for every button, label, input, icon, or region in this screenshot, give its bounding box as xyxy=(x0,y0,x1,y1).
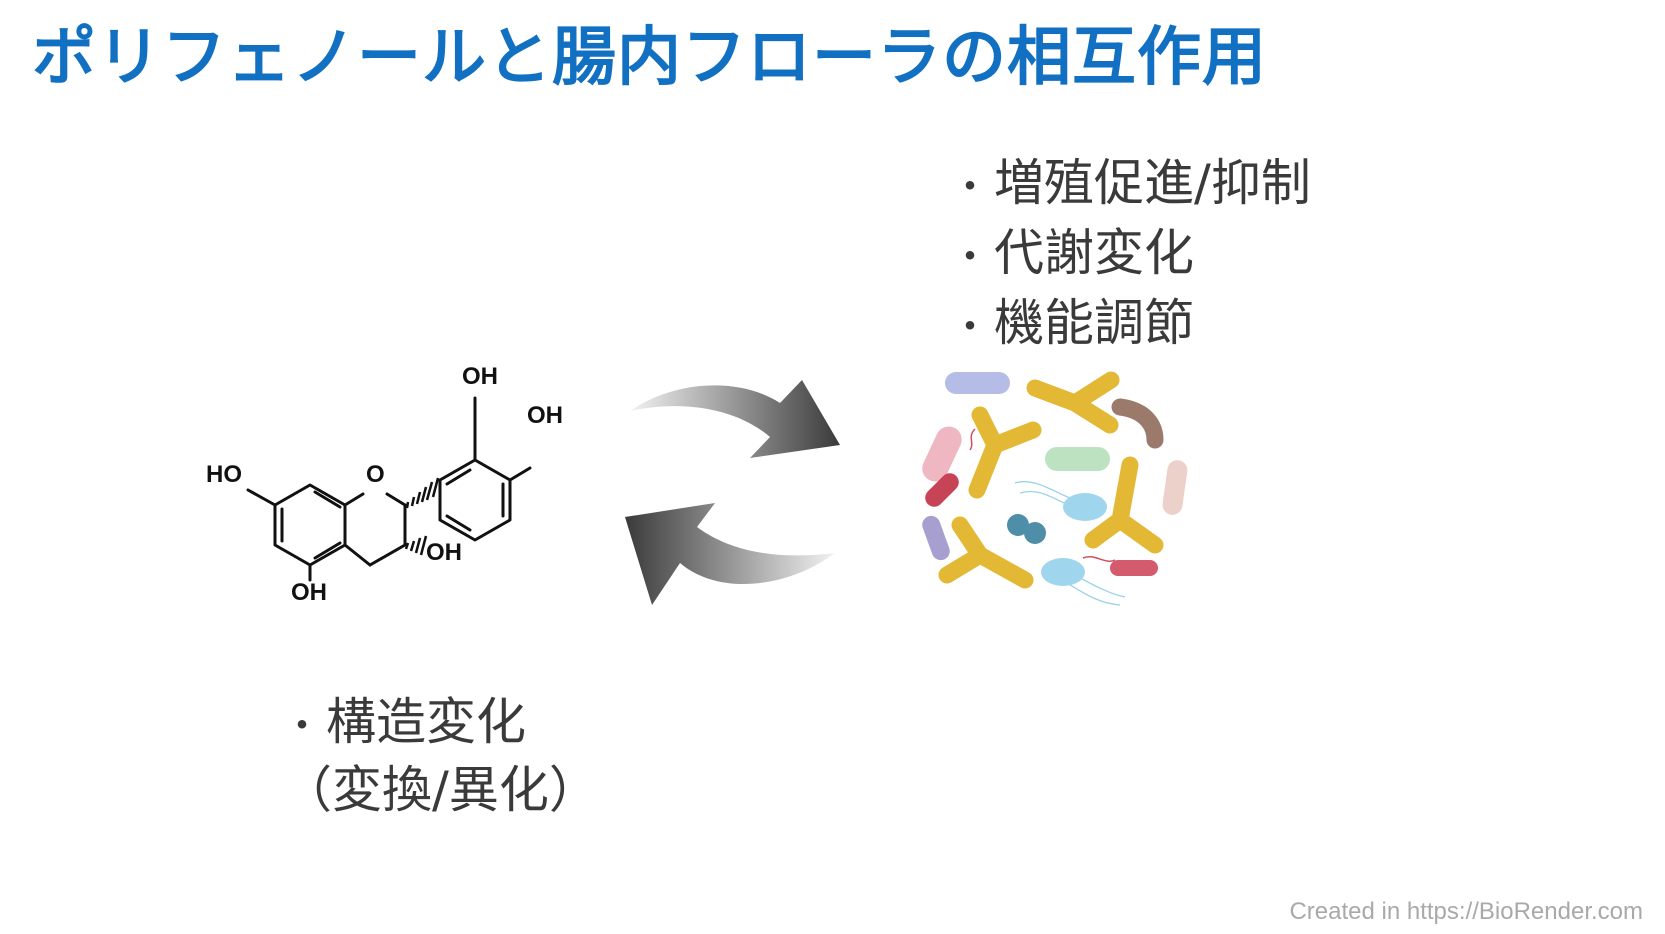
polyphenol-effect-line1: ・構造変化 xyxy=(282,693,526,751)
cycle-arrow-bottom-icon xyxy=(625,503,835,605)
microbe-effects-list: ・増殖促進/抑制 ・代謝変化 ・機能調節 xyxy=(950,150,1311,360)
oh-bottom-label: OH xyxy=(291,579,327,606)
catechin-structure-icon: OH OH HO O OH OH xyxy=(206,363,563,606)
credit-text: Created in https://BioRender.com xyxy=(1289,898,1643,925)
microbe-effect-item: ・機能調節 xyxy=(950,294,1194,352)
oh-ring-label: OH xyxy=(426,539,462,566)
cycle-arrows xyxy=(625,380,840,605)
oh-top-label: OH xyxy=(462,363,498,390)
microbe-effect-item: ・増殖促進/抑制 xyxy=(950,154,1311,212)
cycle-arrow-top-icon xyxy=(630,380,840,458)
bacteria-cluster-icon xyxy=(922,371,1188,606)
page-title: ポリフェノールと腸内フローラの相互作用 xyxy=(32,21,1267,95)
polyphenol-effects-list: ・構造変化 （変換/異化） xyxy=(282,690,599,822)
polyphenol-effect-line2: （変換/異化） xyxy=(282,761,599,819)
ring-oxygen-label: O xyxy=(366,461,385,488)
microbe-effect-item: ・代謝変化 xyxy=(950,224,1194,282)
ho-left-label: HO xyxy=(206,461,242,488)
oh-right-label: OH xyxy=(527,402,563,429)
